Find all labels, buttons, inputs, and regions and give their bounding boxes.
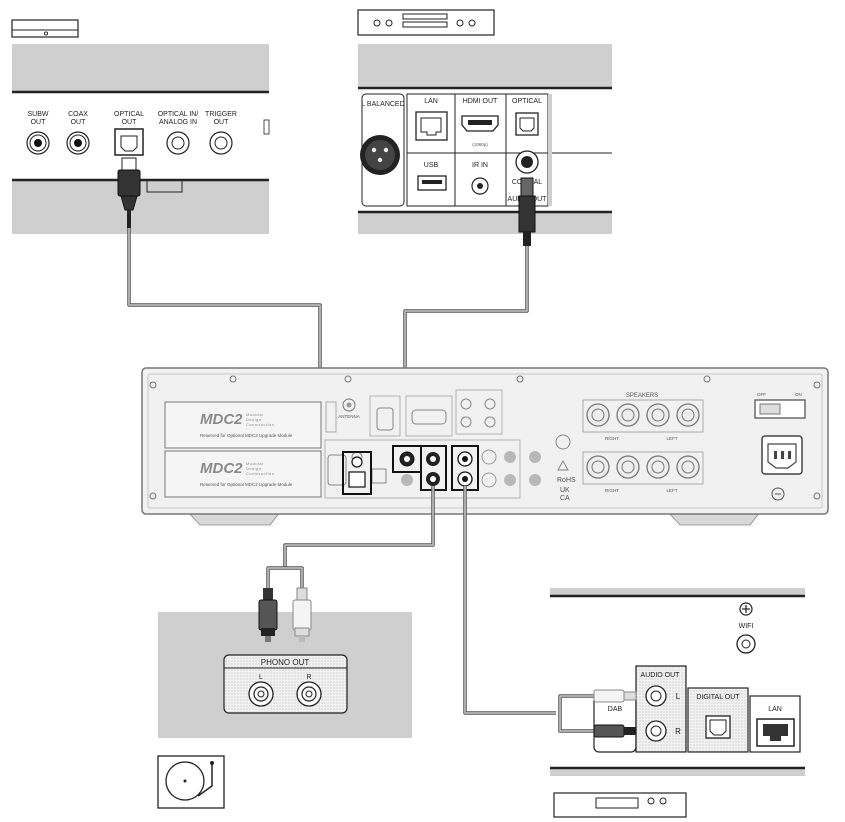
- ir-in-jack[interactable]: [471, 177, 489, 195]
- mdc2-caption-1: Reserved for Optional MDC2 Upgrade Modul…: [200, 433, 293, 438]
- streamer-lan-port[interactable]: [756, 718, 795, 747]
- wifi-antenna-jack[interactable]: [736, 634, 756, 654]
- optical-out-label-2: OUT: [122, 119, 138, 126]
- streamer-rear-panel: WIFI DAB AUDIO OUT L R DIGITAL OUT LAN: [550, 588, 805, 776]
- trigger-out-label: TRIGGER: [205, 111, 237, 118]
- main-amplifier-rear-panel: MDC2 Modular Design Construction Reserve…: [141, 367, 829, 526]
- subw-out-label: SUBW: [28, 111, 49, 118]
- power-on-label: ON: [795, 392, 802, 397]
- optical-label: OPTICAL: [512, 98, 542, 105]
- mdc2-logo-2: MDC2: [200, 460, 243, 477]
- line-in-cable: [463, 486, 596, 733]
- usb-port[interactable]: [417, 175, 447, 191]
- ir-in-label: IR IN: [472, 162, 488, 169]
- subw-out-jack[interactable]: [26, 131, 50, 155]
- main-phono-in-ports[interactable]: [420, 445, 447, 491]
- turntable-icon: [157, 755, 225, 809]
- optical-in-label: OPTICAL IN/: [158, 111, 199, 118]
- mdc2-sub-1a: Modular: [246, 412, 264, 417]
- audio-out-left-jack[interactable]: [645, 685, 667, 707]
- power-switch[interactable]: [754, 399, 806, 419]
- streamer-left-label: L: [676, 692, 681, 701]
- streamer-rca-plug-left: [593, 689, 637, 703]
- coaxial-jack[interactable]: [515, 150, 539, 174]
- mdc2-sub-2c: Construction: [246, 471, 274, 476]
- phono-cable: [266, 486, 435, 590]
- optical-in-port[interactable]: [515, 112, 539, 136]
- audio-out-label-streamer: AUDIO OUT: [641, 672, 681, 679]
- coax-out-jack[interactable]: [66, 131, 90, 155]
- coax-out-label-2: OUT: [71, 119, 87, 126]
- optical-in-analog-jack[interactable]: [166, 131, 190, 155]
- phono-left-label: L: [259, 674, 263, 681]
- mdc2-sub-2b: Design: [246, 466, 261, 471]
- hdmi-resolution-label: (1080p): [472, 142, 488, 147]
- speaker-terminals-bottom[interactable]: [586, 455, 700, 479]
- mdc2-sub-1c: Construction: [246, 422, 274, 427]
- phono-right-label: R: [306, 674, 311, 681]
- ukca-label-1: UK: [560, 487, 570, 494]
- wifi-label: WIFI: [739, 623, 754, 630]
- xlr-balanced-jack[interactable]: [360, 135, 400, 175]
- cd-player-rear-panel: SUBW OUT COAX OUT OPTICAL OUT OPTICAL IN…: [12, 44, 270, 234]
- cd-player-icon: [11, 19, 79, 38]
- optical-in-label-2: ANALOG IN: [159, 119, 197, 126]
- phono-rca-plug-right: [292, 587, 312, 642]
- digital-out-label: DIGITAL OUT: [696, 694, 740, 701]
- streamer-right-label: R: [675, 727, 681, 736]
- trigger-out-jack[interactable]: [209, 131, 233, 155]
- power-off-label: OFF: [757, 392, 766, 397]
- main-optical-in-port[interactable]: [342, 451, 372, 495]
- usb-label: USB: [424, 162, 439, 169]
- phono-out-right-jack[interactable]: [296, 681, 322, 707]
- coaxial-cable-plug: [518, 177, 536, 246]
- mdc2-caption-2: Reserved for Optional MDC2 Upgrade Modul…: [200, 482, 293, 487]
- optical-out-label: OPTICAL: [114, 111, 144, 118]
- ukca-label-2: CA: [560, 495, 570, 502]
- lan-label: LAN: [424, 98, 438, 105]
- optical-cable-plug: [117, 157, 141, 228]
- lan-port[interactable]: [415, 111, 448, 141]
- streamer-rca-plug-right: [593, 724, 636, 738]
- speaker-right-label-bottom: RIGHT: [605, 488, 619, 493]
- mdc2-logo-1: MDC2: [200, 411, 243, 428]
- speaker-left-label-bottom: LEFT: [666, 488, 677, 493]
- coax-out-label: COAX: [68, 111, 88, 118]
- digital-out-port[interactable]: [705, 715, 731, 739]
- antenna-label: ANTENNA: [338, 414, 360, 419]
- media-player-rear-panel: L BALANCED LAN HDMI OUT (1080p) OPTICAL: [358, 44, 612, 234]
- mdc2-sub-2a: Modular: [246, 461, 264, 466]
- subw-out-label-2: OUT: [31, 119, 47, 126]
- hdmi-out-label: HDMI OUT: [463, 98, 498, 105]
- ground-terminal: [771, 487, 785, 501]
- media-player-icon: [357, 9, 495, 36]
- speakers-label: SPEAKERS: [626, 393, 658, 399]
- speaker-terminals-top[interactable]: [586, 403, 700, 427]
- speaker-left-label-top: LEFT: [666, 436, 677, 441]
- rohs-label: RoHS: [557, 477, 576, 484]
- trigger-out-label-2: OUT: [214, 119, 230, 126]
- phono-rca-plug-left: [258, 588, 278, 642]
- lan-label-streamer: LAN: [768, 706, 782, 713]
- main-line-in-ports[interactable]: [451, 445, 479, 491]
- hdmi-port[interactable]: [461, 115, 499, 132]
- phono-out-label: PHONO OUT: [261, 658, 310, 667]
- phono-out-left-jack[interactable]: [248, 681, 274, 707]
- phono-source-panel: PHONO OUT L R: [158, 612, 412, 738]
- audio-out-right-jack[interactable]: [645, 720, 667, 742]
- speaker-right-label-top: RIGHT: [605, 436, 619, 441]
- balanced-label: L BALANCED: [361, 101, 404, 108]
- mdc2-sub-1b: Design: [246, 417, 261, 422]
- dab-label: DAB: [608, 706, 623, 713]
- optical-out-port[interactable]: [114, 128, 144, 156]
- power-inlet[interactable]: [761, 435, 803, 475]
- screw-icon: [739, 602, 753, 616]
- streamer-icon: [553, 792, 687, 818]
